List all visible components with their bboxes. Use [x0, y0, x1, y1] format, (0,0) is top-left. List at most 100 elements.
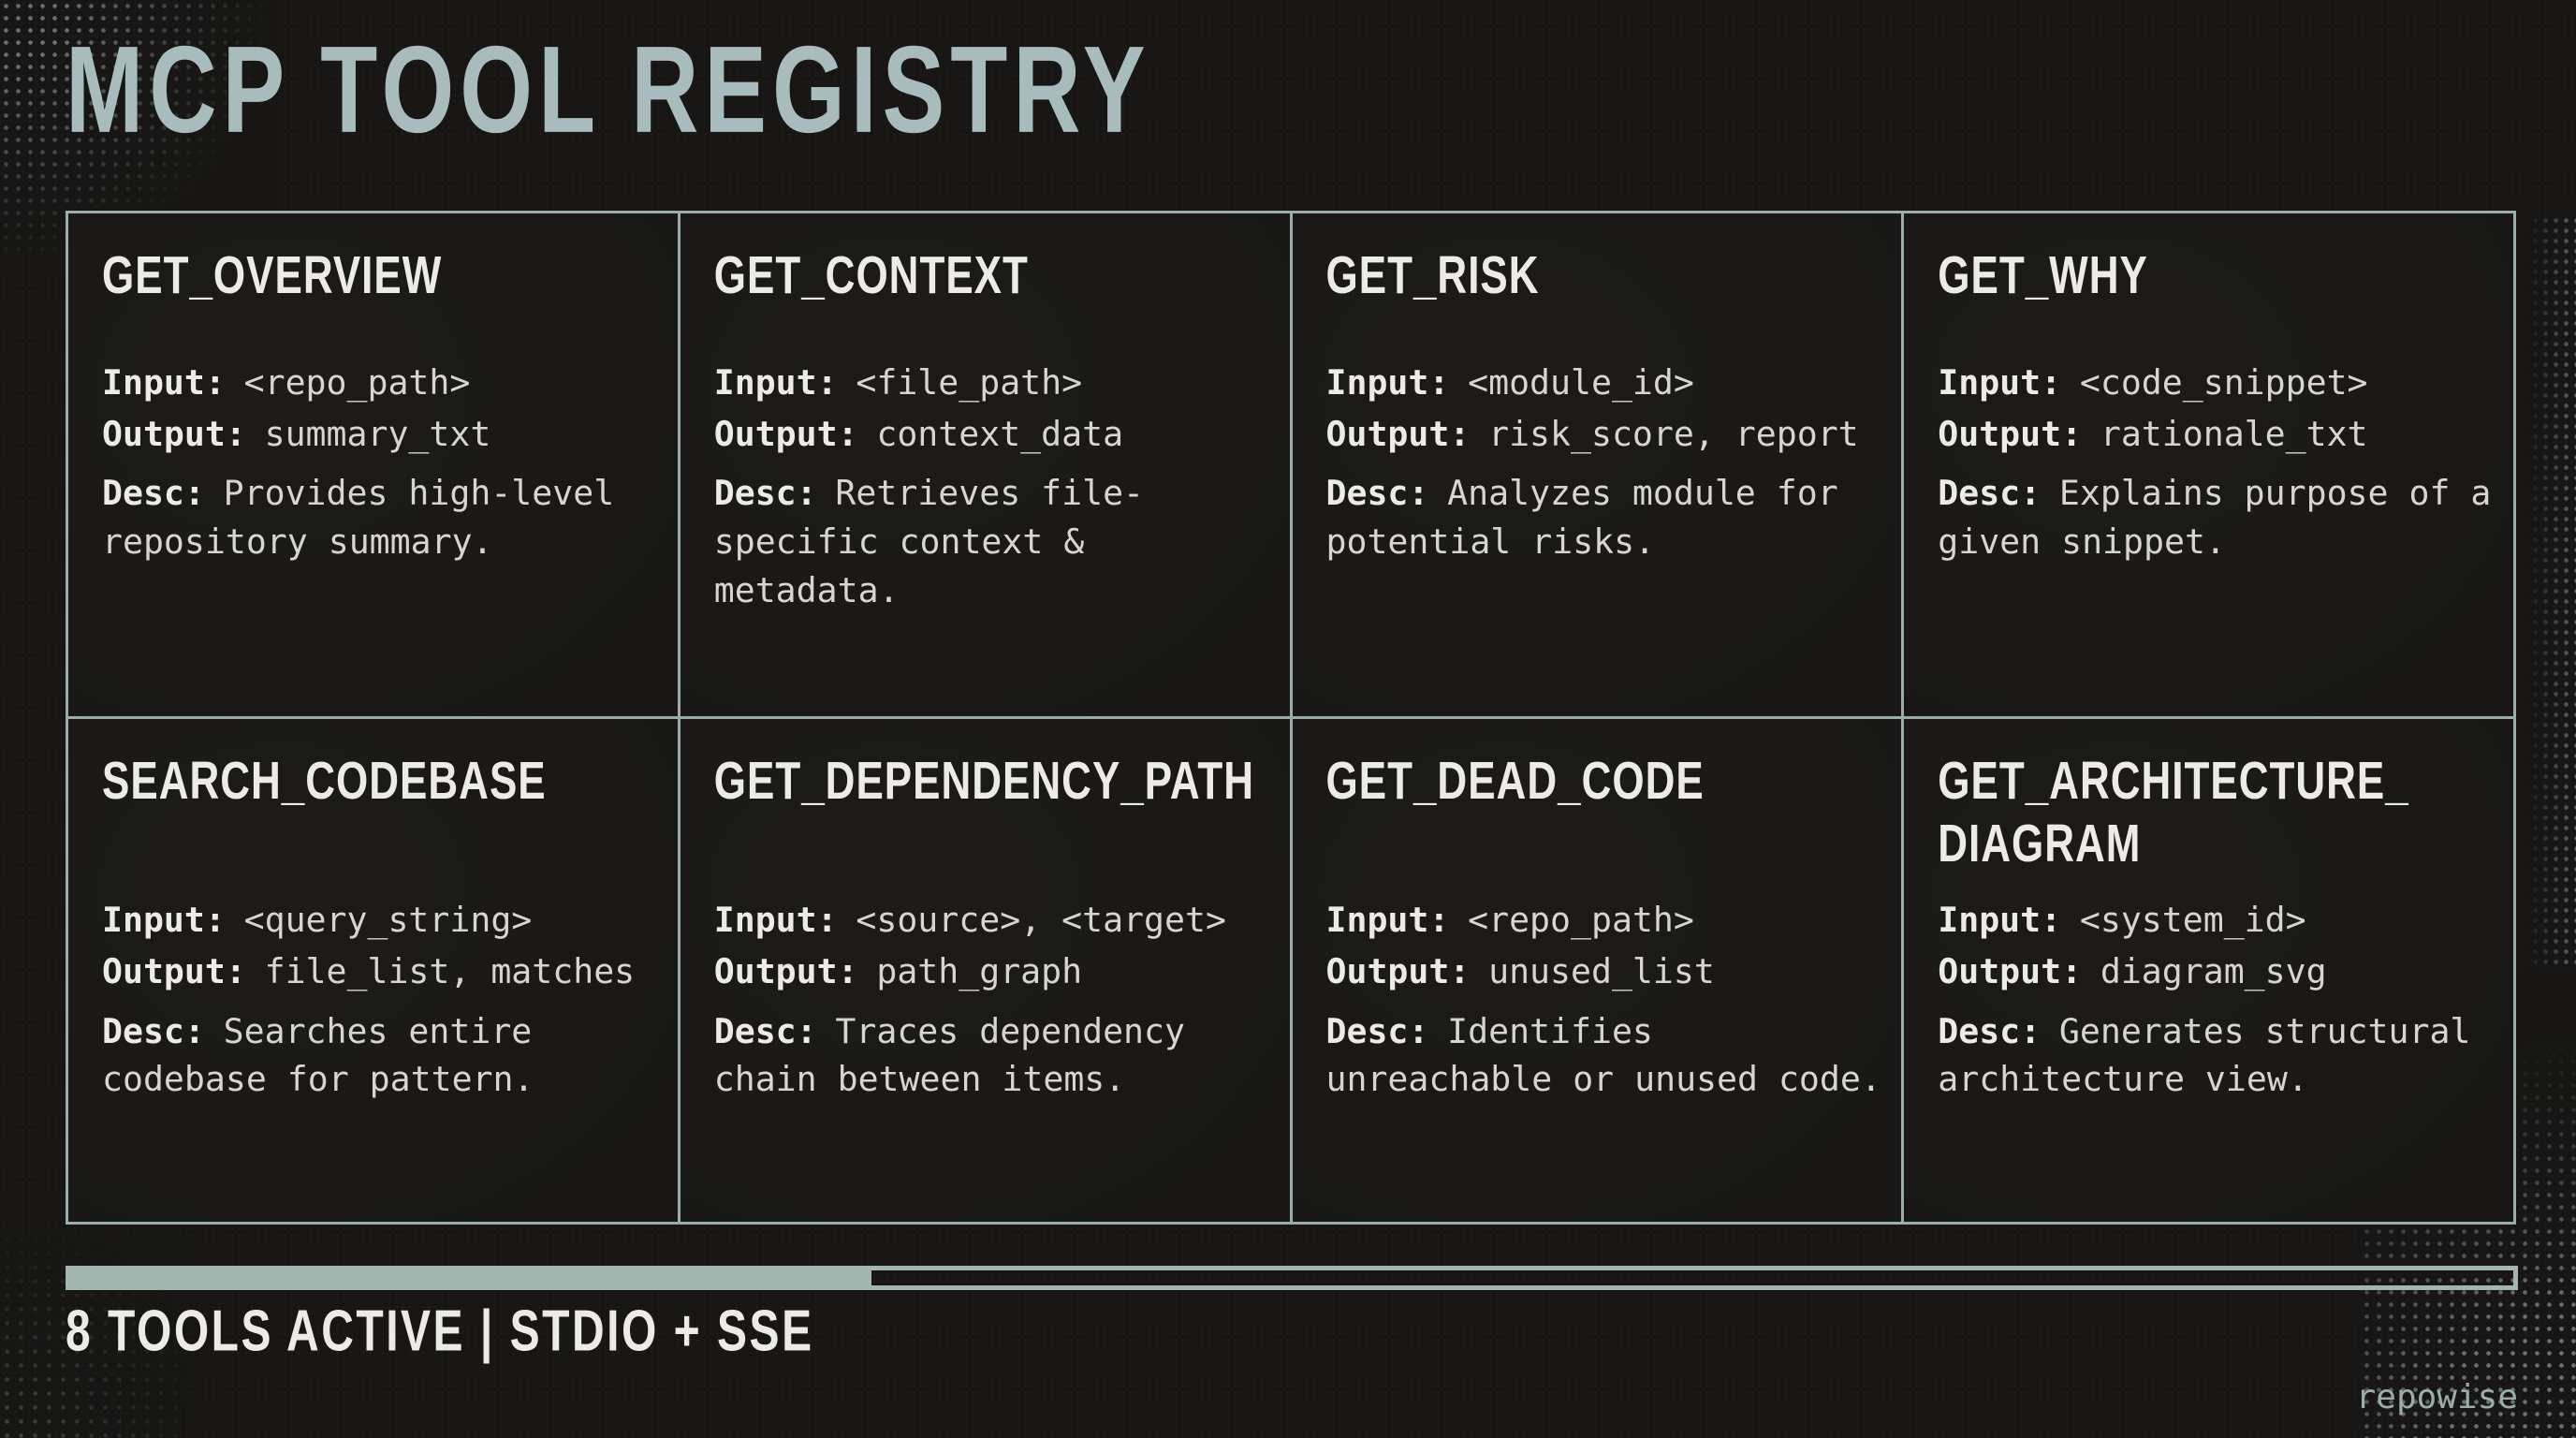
- desc-label: Desc:: [1325, 1010, 1429, 1051]
- input-value: <file_path>: [856, 361, 1083, 403]
- tool-output-row: Output: context_data: [714, 409, 1275, 461]
- desc-value: Generates structural architecture view.: [1938, 1010, 2471, 1100]
- input-label: Input:: [1938, 900, 2062, 940]
- tool-desc-row: Desc:Provides high-level repository summ…: [102, 469, 663, 566]
- tool-desc-row: Desc:Identifies unreachable or unused co…: [1326, 1007, 1887, 1105]
- tool-card: GET_WHY Input: <code_snippet> Output: rati…: [1904, 213, 2513, 716]
- desc-label: Desc:: [1325, 473, 1429, 514]
- tool-details: Input: <source>, <target> Output: path_gra…: [714, 895, 1275, 1104]
- tool-output-row: Output:file_list, matches: [102, 946, 663, 998]
- tool-output-row: Output: path_graph: [714, 946, 1275, 998]
- output-label: Output:: [1938, 950, 2083, 991]
- tool-output-row: Output: diagram_svg: [1938, 946, 2498, 998]
- tool-details: Input: <file_path> Output: context_data De…: [714, 358, 1275, 615]
- desc-value: Retrieves file-specific context & metada…: [713, 473, 1145, 611]
- tool-desc-row: Desc:Searches entire codebase for patter…: [102, 1007, 663, 1105]
- tool-details: Input: <query_string> Output:file_list, m…: [102, 895, 663, 1104]
- output-label: Output:: [1325, 950, 1471, 991]
- tool-name: GET_RISK: [1325, 246, 1540, 305]
- input-value: <repo_path>: [1468, 900, 1694, 940]
- halftone-texture-right-edge: [2520, 215, 2576, 1058]
- tool-card: GET_CONTEXT Input: <file_path> Output: con…: [680, 213, 1290, 716]
- desc-label: Desc:: [102, 1010, 205, 1051]
- tools-progress-track: [66, 1266, 2518, 1290]
- tool-input-row: Input: <code_snippet>: [1938, 358, 2498, 409]
- tool-desc-row: Desc:Analyzes module for potential risks…: [1326, 469, 1887, 566]
- tool-input-row: Input: <file_path>: [714, 358, 1275, 409]
- output-value: path_graph: [876, 950, 1083, 991]
- tool-input-row: Input: <query_string>: [102, 895, 663, 946]
- input-label: Input:: [713, 361, 838, 403]
- input-label: Input:: [1325, 900, 1450, 940]
- tool-details: Input: <system_id> Output: diagram_svg Des…: [1938, 895, 2498, 1104]
- desc-value: Analyzes module for potential risks.: [1325, 473, 1838, 563]
- desc-value: Explains purpose of a given snippet.: [1938, 473, 2492, 563]
- desc-value: Identifies unreachable or unused code.: [1325, 1010, 1881, 1100]
- tool-input-row: Input: <system_id>: [1938, 895, 2498, 946]
- tool-desc-row: Desc:Retrieves file-specific context & m…: [714, 469, 1275, 614]
- brand-logo: repowise: [2355, 1378, 2518, 1416]
- input-label: Input:: [102, 900, 226, 940]
- tool-name: GET_DEPENDENCY_PATH: [713, 752, 1254, 811]
- tool-name: GET_CONTEXT: [713, 246, 1029, 305]
- status-line: 8 TOOLS ACTIVE | STDIO + SSE: [66, 1299, 814, 1364]
- input-value: <system_id>: [2079, 900, 2306, 940]
- output-label: Output:: [713, 413, 858, 454]
- tool-input-row: Input: <repo_path>: [102, 358, 663, 409]
- tool-card: GET_DEAD_CODE Input: <repo_path> Output: u…: [1292, 719, 1902, 1222]
- tool-input-row: Input: <module_id>: [1326, 358, 1887, 409]
- input-value: <query_string>: [243, 900, 533, 940]
- tool-input-row: Input: <repo_path>: [1326, 895, 1887, 946]
- tool-output-row: Output: summary_txt: [102, 409, 663, 461]
- tool-name: GET_ARCHITECTURE_ DIAGRAM: [1938, 752, 2409, 873]
- output-value: unused_list: [1488, 950, 1715, 991]
- output-label: Output:: [1938, 413, 2083, 454]
- desc-value: Provides high-level repository summary.: [102, 473, 615, 563]
- desc-label: Desc:: [102, 473, 205, 514]
- tool-input-row: Input: <source>, <target>: [714, 895, 1275, 946]
- output-value: rationale_txt: [2100, 413, 2368, 454]
- input-label: Input:: [102, 361, 226, 403]
- desc-value: Traces dependency chain between items.: [713, 1010, 1185, 1100]
- output-label: Output:: [102, 950, 246, 991]
- tool-card: GET_RISK Input: <module_id> Output: risk_s…: [1292, 213, 1902, 716]
- tool-details: Input: <code_snippet> Output: rationale_tx…: [1938, 358, 2498, 566]
- page-title: MCP TOOL REGISTRY: [66, 21, 1151, 159]
- tool-output-row: Output: rationale_txt: [1938, 409, 2498, 461]
- output-value: diagram_svg: [2100, 950, 2327, 991]
- input-label: Input:: [1325, 361, 1450, 403]
- desc-value: Searches entire codebase for pattern.: [102, 1010, 534, 1100]
- tool-desc-row: Desc:Explains purpose of a given snippet…: [1938, 469, 2498, 566]
- output-value: context_data: [876, 413, 1124, 454]
- output-value: summary_txt: [264, 413, 491, 454]
- tool-name: SEARCH_CODEBASE: [102, 752, 547, 811]
- tool-output-row: Output: risk_score, report: [1326, 409, 1887, 461]
- desc-label: Desc:: [713, 473, 817, 514]
- tool-name: GET_WHY: [1938, 246, 2148, 305]
- tools-progress-fill: [66, 1266, 872, 1290]
- tool-desc-row: Desc:Generates structural architecture v…: [1938, 1007, 2498, 1105]
- input-value: <source>, <target>: [856, 900, 1226, 940]
- tool-name: GET_OVERVIEW: [102, 246, 443, 305]
- tool-grid: GET_OVERVIEW Input: <repo_path> Output: su…: [66, 211, 2516, 1225]
- tool-output-row: Output: unused_list: [1326, 946, 1887, 998]
- tool-details: Input: <module_id> Output: risk_score, rep…: [1326, 358, 1887, 566]
- output-label: Output:: [102, 413, 246, 454]
- output-label: Output:: [713, 950, 858, 991]
- tool-card: GET_OVERVIEW Input: <repo_path> Output: su…: [68, 213, 678, 716]
- tool-card: GET_DEPENDENCY_PATH Input: <source>, <tar…: [680, 719, 1290, 1222]
- output-label: Output:: [1325, 413, 1471, 454]
- input-value: <module_id>: [1468, 361, 1694, 403]
- input-value: <code_snippet>: [2079, 361, 2368, 403]
- output-value: risk_score, report: [1488, 413, 1859, 454]
- input-label: Input:: [1938, 361, 2062, 403]
- tool-details: Input: <repo_path> Output: unused_list Des…: [1326, 895, 1887, 1104]
- input-label: Input:: [713, 900, 838, 940]
- input-value: <repo_path>: [243, 361, 471, 403]
- desc-label: Desc:: [1938, 1010, 2042, 1051]
- tool-details: Input: <repo_path> Output: summary_txt Des…: [102, 358, 663, 566]
- tool-card: SEARCH_CODEBASE Input: <query_string> Out…: [68, 719, 678, 1222]
- tool-name: GET_DEAD_CODE: [1325, 752, 1705, 811]
- tool-desc-row: Desc:Traces dependency chain between ite…: [714, 1007, 1275, 1105]
